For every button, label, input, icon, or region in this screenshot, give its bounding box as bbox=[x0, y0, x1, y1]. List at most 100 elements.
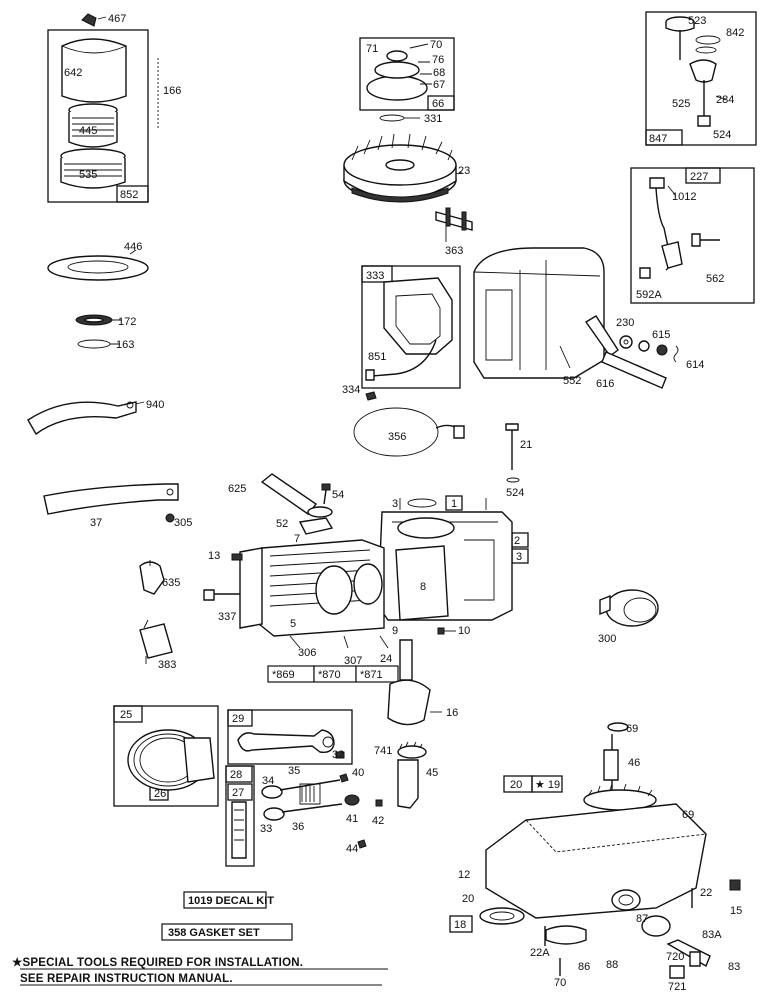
label-34: 34 bbox=[262, 775, 274, 787]
decal-kit-box bbox=[183, 891, 267, 909]
label-22b: 22A bbox=[530, 947, 550, 959]
label-19: ★ 19 bbox=[535, 779, 560, 791]
gasket-set-box bbox=[161, 923, 293, 941]
label-852: 852 bbox=[120, 189, 138, 201]
ground-wire bbox=[353, 391, 520, 483]
label-163: 163 bbox=[116, 339, 134, 351]
label-305: 305 bbox=[174, 517, 192, 529]
label-35: 35 bbox=[288, 765, 300, 777]
label-87: 87 bbox=[636, 913, 648, 925]
ignition-group bbox=[361, 265, 461, 389]
special-tools-note: ★SPECIAL TOOLS REQUIRED FOR INSTALLATION… bbox=[12, 956, 303, 969]
rewind-starter-group bbox=[359, 37, 455, 122]
label-9: 9 bbox=[392, 625, 398, 637]
engine-block bbox=[203, 495, 529, 637]
label-615: 615 bbox=[652, 329, 670, 341]
label-71: 71 bbox=[366, 43, 378, 55]
label-333: 333 bbox=[366, 270, 384, 282]
label-15: 15 bbox=[730, 905, 742, 917]
label-26: 26 bbox=[154, 788, 166, 800]
repair-manual-note: SEE REPAIR INSTRUCTION MANUAL. bbox=[20, 973, 233, 985]
label-52: 52 bbox=[276, 518, 288, 530]
label-363: 363 bbox=[445, 245, 463, 257]
label-847: 847 bbox=[649, 133, 667, 145]
label-172: 172 bbox=[118, 316, 136, 328]
label-7: 7 bbox=[294, 533, 300, 545]
label-635: 635 bbox=[162, 577, 180, 589]
label-306: 306 bbox=[298, 647, 316, 659]
label-337: 337 bbox=[218, 611, 236, 623]
label-1: 1 bbox=[451, 498, 457, 510]
label-307: 307 bbox=[344, 655, 362, 667]
label-525: 525 bbox=[672, 98, 690, 110]
label-2: 2 bbox=[514, 535, 520, 547]
label-23: 23 bbox=[458, 165, 470, 177]
label-86: 86 bbox=[578, 961, 590, 973]
label-870: *870 bbox=[318, 669, 341, 681]
label-66: 66 bbox=[432, 98, 444, 110]
label-33: 33 bbox=[260, 823, 272, 835]
label-69a: 69 bbox=[626, 723, 638, 735]
label-842: 842 bbox=[726, 27, 744, 39]
label-535: 535 bbox=[79, 169, 97, 181]
label-616: 616 bbox=[596, 378, 614, 390]
label-29: 29 bbox=[232, 713, 244, 725]
label-27: 27 bbox=[232, 787, 244, 799]
label-230: 230 bbox=[616, 317, 634, 329]
label-3b: 3 bbox=[516, 551, 522, 563]
label-227: 227 bbox=[690, 171, 708, 183]
label-940: 940 bbox=[146, 399, 164, 411]
label-467: 467 bbox=[108, 13, 126, 25]
label-871: *871 bbox=[360, 669, 383, 681]
label-54: 54 bbox=[332, 489, 344, 501]
head-gasket-callouts bbox=[267, 635, 399, 683]
label-523: 523 bbox=[688, 15, 706, 27]
label-16: 16 bbox=[446, 707, 458, 719]
label-614: 614 bbox=[686, 359, 704, 371]
label-83a: 83A bbox=[702, 929, 722, 941]
linkage-group bbox=[630, 167, 755, 304]
blower-housing bbox=[473, 247, 605, 379]
label-18: 18 bbox=[454, 919, 466, 931]
connecting-rod-group bbox=[227, 709, 353, 765]
muffler bbox=[599, 589, 659, 627]
label-592a: 592A bbox=[636, 289, 662, 301]
label-42: 42 bbox=[372, 815, 384, 827]
label-741: 741 bbox=[374, 745, 392, 757]
label-70: 70 bbox=[430, 39, 442, 51]
label-28: 28 bbox=[230, 769, 242, 781]
crankshaft bbox=[387, 639, 442, 809]
label-68: 68 bbox=[433, 67, 445, 79]
label-20b: 20 bbox=[462, 893, 474, 905]
label-331: 331 bbox=[424, 113, 442, 125]
label-284: 284 bbox=[716, 94, 734, 106]
label-36: 36 bbox=[292, 821, 304, 833]
gasket-set-label: 358 GASKET SET bbox=[168, 927, 260, 939]
label-334: 334 bbox=[342, 384, 360, 396]
label-166: 166 bbox=[163, 85, 181, 97]
label-721: 721 bbox=[668, 981, 686, 993]
label-37: 37 bbox=[90, 517, 102, 529]
label-383: 383 bbox=[158, 659, 176, 671]
bracket-37 bbox=[43, 483, 179, 523]
label-13: 13 bbox=[208, 550, 220, 562]
piston-group bbox=[113, 705, 219, 807]
label-5: 5 bbox=[290, 618, 296, 630]
label-24: 24 bbox=[380, 653, 392, 665]
label-25: 25 bbox=[120, 709, 132, 721]
label-10: 10 bbox=[458, 625, 470, 637]
label-1012: 1012 bbox=[672, 191, 696, 203]
governor-group bbox=[645, 11, 757, 146]
label-869: *869 bbox=[272, 669, 295, 681]
label-41: 41 bbox=[346, 813, 358, 825]
label-70b: 70 bbox=[554, 977, 566, 989]
label-44: 44 bbox=[346, 843, 358, 855]
bracket-363 bbox=[435, 207, 473, 242]
label-12: 12 bbox=[458, 869, 470, 881]
decal-kit-label: 1019 DECAL KIT bbox=[188, 895, 274, 907]
coupling-383 bbox=[139, 619, 173, 664]
label-88: 88 bbox=[606, 959, 618, 971]
label-3a: 3 bbox=[392, 498, 398, 510]
label-40: 40 bbox=[352, 767, 364, 779]
label-446: 446 bbox=[124, 241, 142, 253]
